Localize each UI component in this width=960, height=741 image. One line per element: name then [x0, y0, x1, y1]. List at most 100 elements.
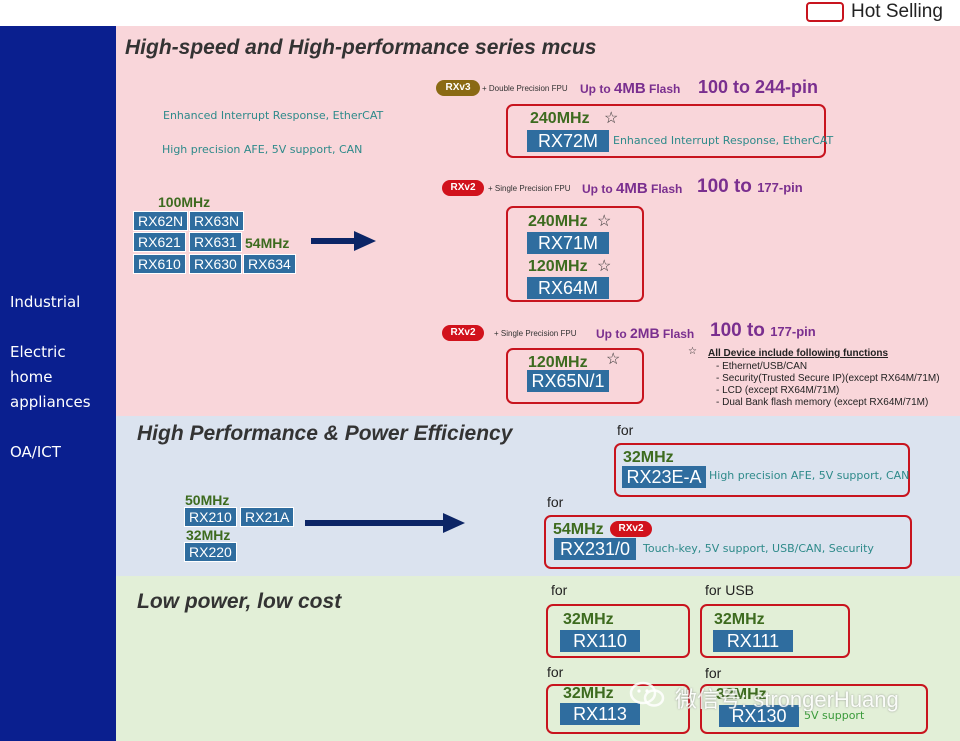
rxv2b-flash-suffix: Flash [662, 327, 695, 341]
chip-rx220: RX220 [184, 542, 237, 562]
chip-rx71m: RX71M [527, 232, 609, 254]
rx23e-for-label: for [617, 422, 634, 438]
rx64m-freq: 120MHz [528, 258, 588, 275]
rxv2b-pin-big: 100 to [710, 320, 765, 341]
rx110-freq: 32MHz [563, 611, 614, 628]
rx72m-feature: Enhanced Interrupt Response, EtherCAT [613, 134, 834, 147]
chip-rx111: RX111 [713, 630, 793, 652]
rxv2-badge-b: RXv2 [442, 325, 484, 341]
rx231-rxv2-badge: RXv2 [610, 521, 652, 537]
legacy-freq-100mhz: 100MHz [158, 194, 211, 210]
watermark-text: 微信号: strongerHuang [675, 687, 899, 712]
chip-rx65n: RX65N/1 [527, 370, 609, 392]
rxv2b-flash: Up to 2MB Flash [596, 325, 694, 341]
rx110-hot-box [546, 604, 690, 658]
rx231-for-label: for [547, 494, 564, 510]
rxv2b-pin-count: 100 to 177-pin [710, 320, 816, 342]
rxv2b-flash-prefix: Up to [596, 327, 627, 341]
wechat-icon-graphic [629, 681, 665, 707]
sidebar-label-industrial: Industrial [10, 293, 81, 311]
high-speed-title: High-speed and High-performance series m… [125, 36, 597, 59]
rxv3-flash-suffix: Flash [649, 82, 681, 96]
rx130-freq: 32MHz [716, 686, 767, 703]
rx113-freq: 32MHz [563, 685, 614, 702]
low-power-title: Low power, low cost [137, 590, 342, 613]
rxv2a-flash-prefix: Up to [582, 182, 613, 196]
rx111-hot-box [700, 604, 850, 658]
rxv3-pin-count: 100 to 244-pin [698, 77, 819, 97]
notes-item-1: - Ethernet/USB/CAN [716, 361, 808, 372]
sidebar-label-electric: Electric [10, 343, 66, 361]
rx65n-star-icon: ☆ [606, 351, 621, 368]
rx110-for-label: for [551, 582, 568, 598]
rxv3-fpu-text: + Double Precision FPU [482, 84, 568, 93]
rx65n-freq: 120MHz [528, 354, 588, 371]
wechat-icon [628, 680, 668, 710]
rx71m-star-icon: ☆ [597, 213, 612, 230]
perf-freq-50mhz: 50MHz [185, 492, 230, 508]
rxv2b-fpu-text: + Single Precision FPU [494, 329, 577, 338]
chip-rx110: RX110 [560, 630, 640, 652]
notes-item-3: - LCD (except RX64M/71M) [716, 385, 840, 396]
rx111-for-label: for USB [705, 582, 755, 598]
chip-rx231: RX231/0 [554, 538, 636, 560]
notes-item-4: - Dual Bank flash memory (except RX64M/7… [716, 397, 929, 408]
rxv2a-pin-big: 100 to [697, 176, 752, 197]
rx71m-freq: 240MHz [528, 213, 588, 230]
rx231-freq: 54MHz [553, 521, 604, 538]
rx231-feature: Touch-key, 5V support, USB/CAN, Security [643, 542, 874, 555]
rx113-hot-box [546, 684, 690, 734]
rx72m-hot-box [506, 104, 826, 158]
rxv3-flash: Up to 4MB Flash [580, 80, 680, 97]
rxv2a-flash-size: 4MB [616, 180, 648, 197]
hot-selling-legend-box [806, 2, 844, 22]
migration-arrow-shaft [311, 238, 356, 244]
notes-star-icon: ☆ [688, 346, 697, 357]
rx23e-freq: 32MHz [623, 449, 674, 466]
rx23e-hot-box [614, 443, 910, 497]
left-feature-afe: High precision AFE, 5V support, CAN [162, 143, 363, 156]
rx64m-star-icon: ☆ [597, 258, 612, 275]
rx65n-hot-box [506, 348, 644, 404]
hot-selling-legend-label: Hot Selling [851, 1, 943, 22]
chip-rx113: RX113 [560, 703, 640, 725]
chip-rx630: RX630 [189, 254, 242, 274]
perf-freq-32mhz: 32MHz [186, 527, 231, 543]
sidebar [0, 26, 116, 741]
rxv2b-flash-size: 2MB [630, 325, 660, 341]
rxv3-flash-size: 4MB [614, 80, 646, 97]
chip-rx621: RX621 [133, 232, 186, 252]
rx231-hot-box [544, 515, 912, 569]
rx130-feature: 5V support [804, 709, 865, 722]
chip-rx72m: RX72M [527, 130, 609, 152]
left-feature-interrupt: Enhanced Interrupt Response, EtherCAT [163, 109, 384, 122]
rxv2-badge-a: RXv2 [442, 180, 484, 196]
notes-heading: All Device include following functions [708, 348, 889, 359]
chip-rx610: RX610 [133, 254, 186, 274]
rx130-hot-box [700, 684, 928, 734]
high-speed-section [116, 26, 960, 416]
perf-efficiency-title: High Performance & Power Efficiency [137, 422, 513, 445]
rxv2a-flash-suffix: Flash [651, 182, 683, 196]
chip-rx210: RX210 [184, 507, 237, 527]
chip-rx631: RX631 [189, 232, 242, 252]
perf-arrow-shaft [305, 520, 445, 526]
rx113-for-label: for [547, 664, 564, 680]
rxv3-badge: RXv3 [436, 80, 480, 96]
chip-rx64m: RX64M [527, 277, 609, 299]
rxv2a-fpu-text: + Single Precision FPU [488, 184, 571, 193]
notes-item-2: - Security(Trusted Secure IP)(except RX6… [716, 373, 940, 384]
migration-arrow-head [354, 231, 376, 251]
low-power-section [116, 576, 960, 741]
sidebar-label-appliances: appliances [10, 393, 91, 411]
sidebar-label-oa-ict: OA/ICT [10, 443, 61, 461]
chip-rx21a: RX21A [240, 507, 295, 527]
rx130-for-label: for [705, 665, 722, 681]
chip-rx23e-a: RX23E-A [622, 466, 706, 488]
chip-rx62n: RX62N [133, 211, 189, 231]
rx72m-freq: 240MHz [530, 110, 590, 127]
rx23e-feature: High precision AFE, 5V support, CAN [709, 469, 910, 482]
rxv3-flash-prefix: Up to [580, 82, 611, 96]
rxv2a-pin-small: 177-pin [757, 180, 803, 195]
legacy-freq-54mhz: 54MHz [245, 235, 290, 251]
